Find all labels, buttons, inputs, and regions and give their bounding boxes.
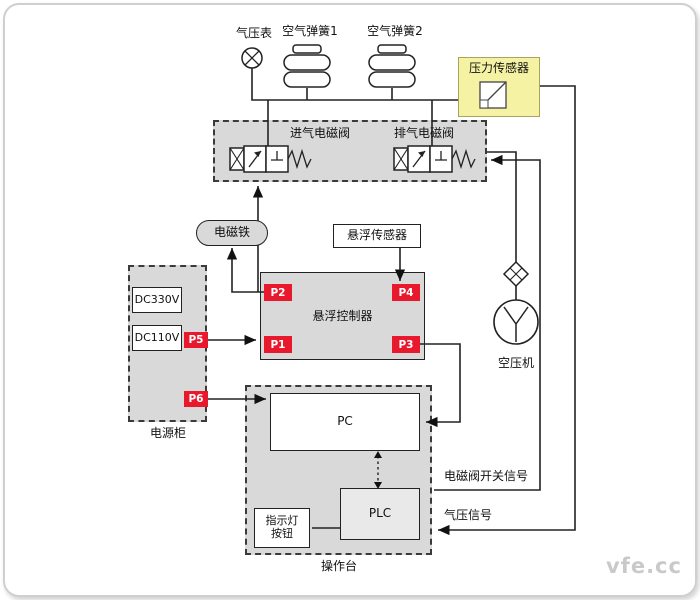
indicator-label-line1: 指示灯 <box>265 514 299 528</box>
intake-valve-icon <box>229 145 312 173</box>
power-cabinet-label: 电源柜 <box>149 426 186 440</box>
dc330v-box: DC330V <box>132 287 182 313</box>
plc-label: PLC <box>368 506 392 521</box>
pneumatic-lines <box>251 68 517 300</box>
air-spring-1-icon <box>283 44 331 88</box>
pressure-gauge-label: 气压表 <box>235 26 272 40</box>
dc110v-label: DC110V <box>134 330 180 344</box>
pc-plc-link <box>312 451 382 529</box>
plc-box: PLC <box>340 488 420 540</box>
port-p2: P2 <box>264 284 292 301</box>
port-p1: P1 <box>264 336 292 353</box>
port-p6: P6 <box>184 391 208 407</box>
air-compressor-icon <box>493 299 539 345</box>
pressure-sensor-label: 压力传感器 <box>468 61 529 75</box>
air-spring-2-icon <box>368 44 416 88</box>
port-p5: P5 <box>184 332 208 348</box>
intake-valve-label: 进气电磁阀 <box>289 126 350 140</box>
electromagnet-box: 电磁铁 <box>196 220 268 246</box>
levitation-sensor-label: 悬浮传感器 <box>346 228 407 243</box>
air-spring-2-label: 空气弹簧2 <box>367 24 423 38</box>
port-p3: P3 <box>392 336 420 353</box>
console-label: 操作台 <box>320 559 357 573</box>
valve-switch-signal-label: 电磁阀开关信号 <box>444 469 529 483</box>
watermark: vfe.cc <box>606 554 682 578</box>
port-p4: P4 <box>392 284 420 301</box>
levitation-sensor-box: 悬浮传感器 <box>333 224 421 248</box>
indicator-button-box: 指示灯 按钮 <box>254 508 310 548</box>
pressure-signal-label: 气压信号 <box>444 508 493 522</box>
pressure-gauge-icon <box>241 47 263 69</box>
pressure-sensor-icon <box>479 81 507 109</box>
filter-diamond-icon <box>502 260 530 288</box>
indicator-label-line2: 按钮 <box>271 527 293 540</box>
levitation-controller-title: 悬浮控制器 <box>312 309 373 323</box>
dc330v-label: DC330V <box>134 292 180 306</box>
electromagnet-label: 电磁铁 <box>213 225 250 240</box>
air-spring-1-label: 空气弹簧1 <box>282 24 338 38</box>
air-compressor-label: 空压机 <box>497 356 534 370</box>
exhaust-valve-icon <box>393 145 476 173</box>
dc110v-box: DC110V <box>132 325 182 351</box>
pc-label: PC <box>337 414 353 429</box>
exhaust-valve-label: 排气电磁阀 <box>393 126 454 140</box>
pc-box: PC <box>270 393 420 451</box>
